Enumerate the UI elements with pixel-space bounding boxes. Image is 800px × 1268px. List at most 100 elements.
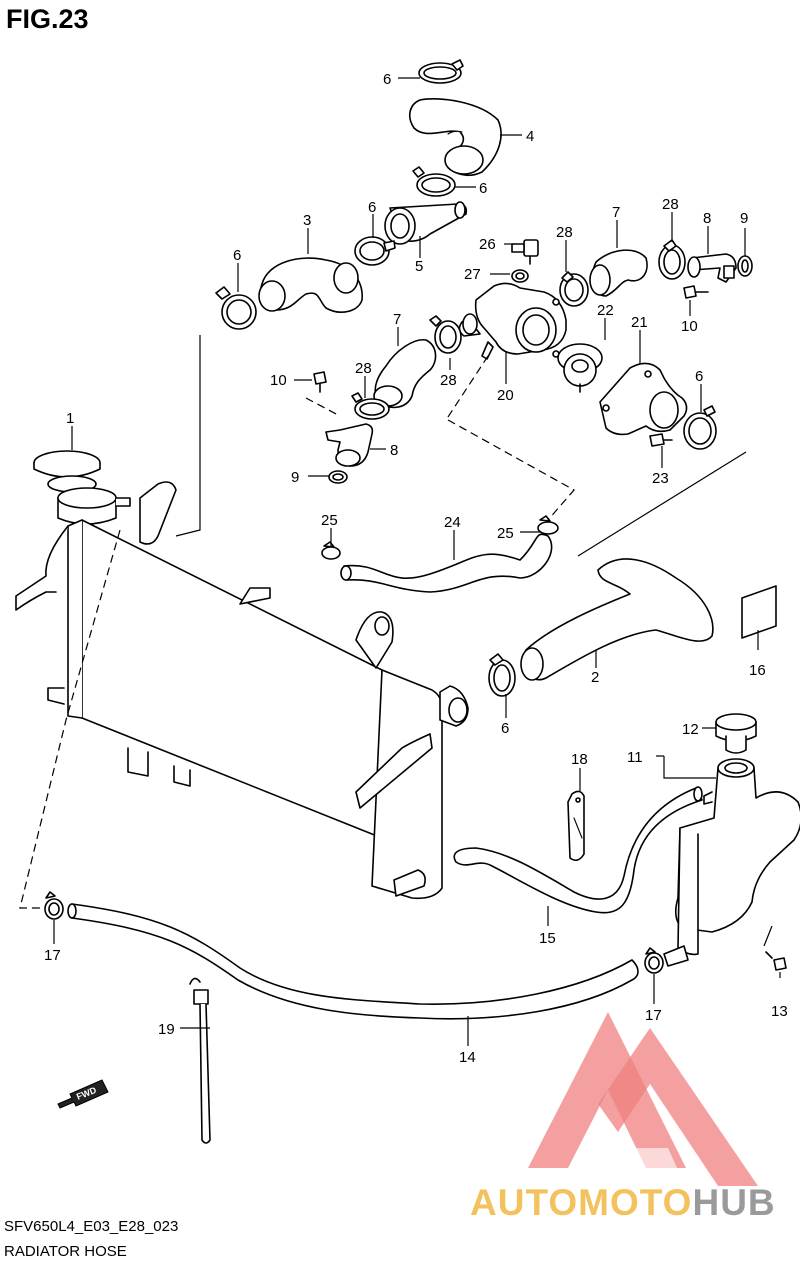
callout-9: 9 [740,210,748,227]
figure-title: FIG.23 [6,4,89,34]
hose-14[interactable] [67,903,639,1020]
pipe-8-left[interactable] [325,423,374,467]
tank-outlet [663,945,689,967]
callout-6: 6 [695,368,703,385]
callout-numbers: 6 4 6 6 5 3 6 26 27 28 7 28 8 9 10 22 21… [44,71,788,1066]
bolt-23[interactable] [649,433,673,447]
automotohub-logo [528,1012,758,1186]
sensor-26[interactable] [511,239,539,265]
callout-7: 7 [612,204,620,221]
reservoir-cap-12[interactable] [715,713,757,754]
hose-15[interactable] [453,786,703,914]
callout-18: 18 [571,751,588,768]
dashed-guide-8 [305,397,341,417]
callout-13: 13 [771,1003,788,1020]
callout-26: 26 [479,236,496,253]
callout-22: 22 [597,302,614,319]
callout-8: 8 [390,442,398,459]
thermostat-22[interactable] [557,343,603,393]
watermark-word-a: AUTOMOTO [470,1182,693,1223]
callout-25: 25 [497,525,514,542]
clamp-6-mid[interactable] [412,166,456,197]
callout-11: 11 [627,749,643,766]
clamp-17-left[interactable] [44,891,64,920]
o-ring-9-left[interactable] [328,470,348,484]
clamp-17-right[interactable] [644,947,664,974]
clamp-28-d[interactable] [351,392,390,420]
clamp-25-left[interactable] [321,541,341,560]
watermark-text: AUTOMOTOHUB [470,1182,776,1224]
fitting-5[interactable] [384,201,468,245]
callout-23: 23 [652,470,669,487]
clamp-6-right[interactable] [683,405,717,450]
band-19[interactable] [189,977,211,1144]
thermostat-housing-20[interactable] [458,282,567,360]
callout-6: 6 [233,247,241,264]
callout-19: 19 [158,1021,175,1038]
fwd-arrow: FWD [57,1079,109,1109]
bracket-18[interactable] [567,790,585,862]
watermark-word-b: HUB [692,1182,776,1223]
callout-2: 2 [591,669,599,686]
callout-24: 24 [444,514,461,531]
clamp-6-top[interactable] [418,59,464,84]
bolt-10-left[interactable] [313,371,327,393]
label-plate-16[interactable] [741,585,777,639]
callout-6: 6 [368,199,376,216]
callout-5: 5 [415,258,423,275]
clamp-28-b[interactable] [658,239,686,280]
callout-6: 6 [383,71,391,88]
hose-2[interactable] [520,558,714,681]
washer-27[interactable] [511,269,529,283]
filler-neck [57,487,131,525]
clamp-6-left[interactable] [215,286,257,330]
clamp-28-a[interactable] [559,271,589,307]
reservoir-tank-11[interactable] [674,758,800,956]
hose-3[interactable] [258,257,363,313]
bolt-13[interactable] [765,951,787,971]
callout-10: 10 [270,372,287,389]
callout-14: 14 [459,1049,476,1066]
callout-28: 28 [440,372,457,389]
callout-20: 20 [497,387,514,404]
leader-lines [53,77,781,1046]
callout-12: 12 [682,721,699,738]
o-ring-9-right[interactable] [737,255,753,277]
leader-2-to-cover [577,451,747,557]
hose-4[interactable] [408,98,502,176]
dashed-guide-24 [447,419,575,521]
dashed-guide-left [19,529,121,909]
callout-28: 28 [662,196,679,213]
callout-27: 27 [464,266,481,283]
radiator-cap-1[interactable] [33,450,101,493]
figure-name: RADIATOR HOSE [4,1243,127,1260]
bolt-10-right[interactable] [683,285,709,299]
callout-28: 28 [355,360,372,377]
callout-17: 17 [645,1007,662,1024]
clamp-25-right[interactable] [537,515,559,535]
callout-7: 7 [393,311,401,328]
callout-1: 1 [66,410,74,427]
callout-28: 28 [556,224,573,241]
pipe-8-right[interactable] [687,253,737,283]
callout-6: 6 [479,180,487,197]
hose-24[interactable] [340,533,553,593]
callout-21: 21 [631,314,648,331]
clamp-28-c[interactable] [429,315,462,354]
model-code: SFV650L4_E03_E28_023 [4,1218,179,1235]
radiator-core [15,481,469,900]
callout-17: 17 [44,947,61,964]
thermostat-cover-21[interactable] [599,362,688,436]
callout-8: 8 [703,210,711,227]
callout-25: 25 [321,512,338,529]
hose-7-right[interactable] [589,249,648,297]
callout-3: 3 [303,212,311,229]
callout-9: 9 [291,469,299,486]
clamp-6-b[interactable] [354,236,396,266]
callout-4: 4 [526,128,534,145]
clamp-6-bottom[interactable] [488,653,516,697]
callout-16: 16 [749,662,766,679]
leader-3-to-radiator [175,335,201,537]
hose-7-middle[interactable] [373,339,437,409]
